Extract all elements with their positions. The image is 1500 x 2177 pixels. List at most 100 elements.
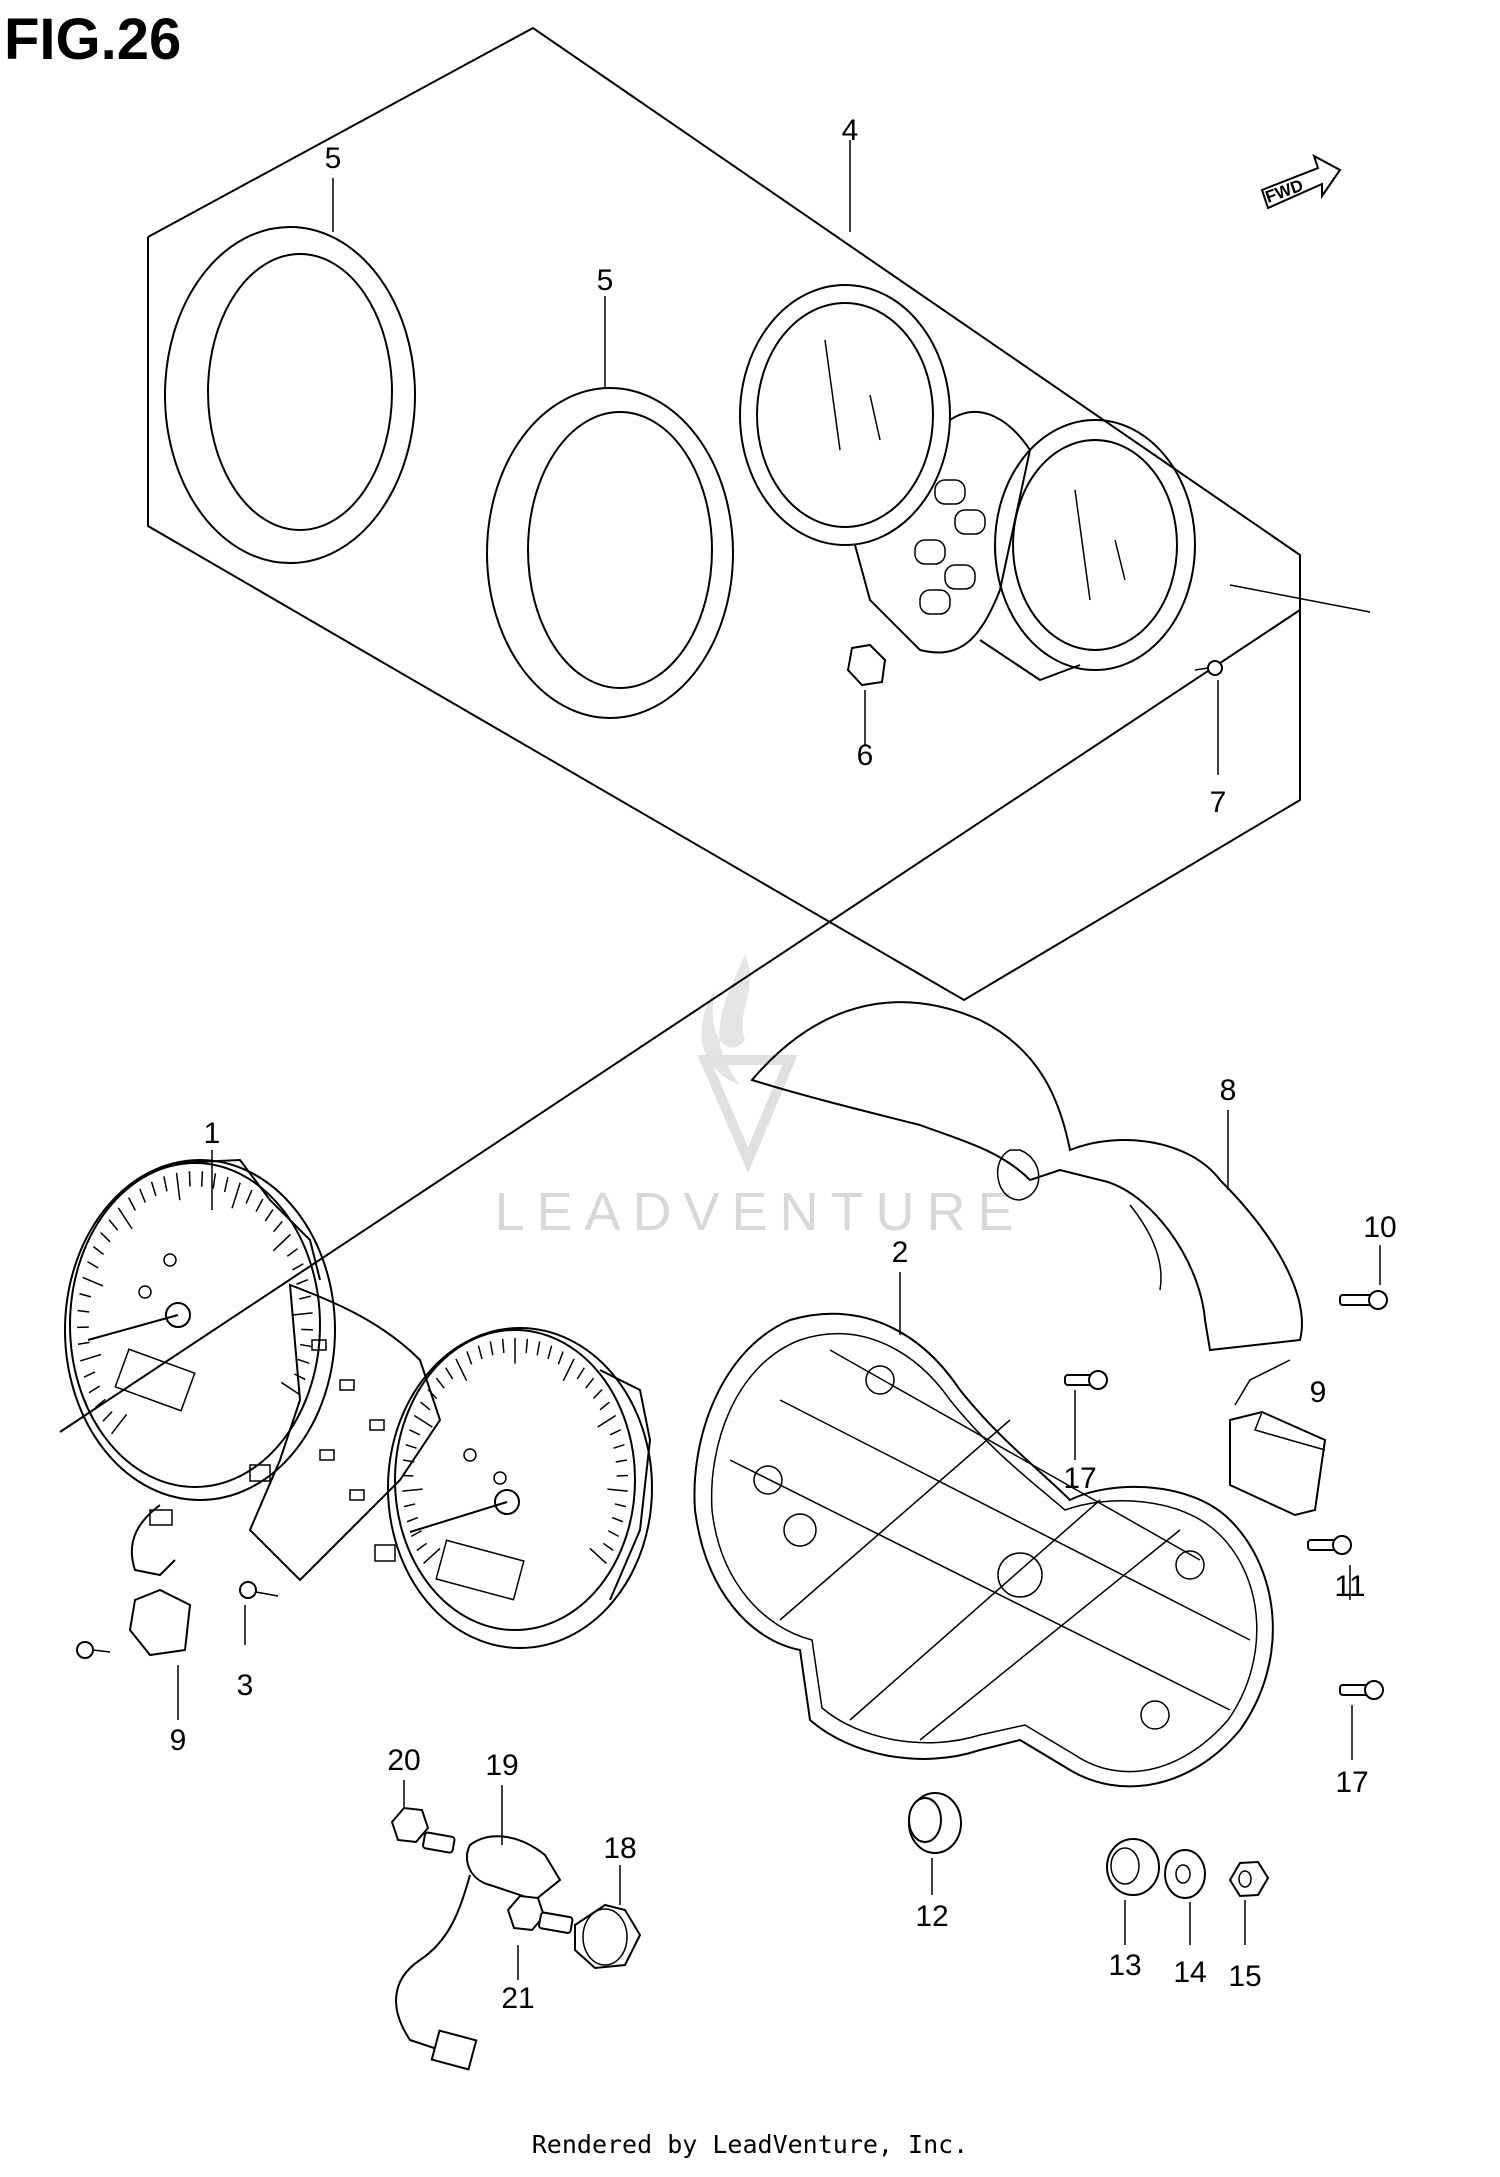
tachometer-tick [294, 1374, 305, 1379]
fwd-label: FWD [1263, 176, 1306, 207]
tachometer-tick [118, 1208, 132, 1229]
callout-5: 5 [597, 264, 614, 297]
tachometer-tick [177, 1173, 180, 1200]
bulb-socket-part-18 [575, 1905, 640, 1968]
speedometer-tick [563, 1359, 574, 1381]
speedometer-tick [417, 1543, 427, 1550]
callout-9: 9 [170, 1724, 187, 1757]
speedometer-tick [593, 1389, 602, 1398]
screw-part-11 [1340, 1291, 1387, 1309]
speedometer-tick [616, 1460, 627, 1462]
callout-6: 6 [857, 739, 874, 772]
screw-part-17-lower [1340, 1681, 1383, 1699]
speedometer-tick [577, 1368, 584, 1379]
speedometer-tick [603, 1543, 613, 1550]
speedometer-tick [467, 1352, 472, 1365]
callout-11: 10 [1363, 1211, 1396, 1244]
speedometer-tick [612, 1518, 623, 1522]
speedometer-tick [402, 1489, 422, 1491]
tachometer-tick [101, 1233, 110, 1242]
visor-cover-part-8 [752, 1002, 1302, 1350]
callout-1: 1 [204, 1117, 221, 1150]
watermark-text: LEADVENTURE [494, 1182, 1025, 1242]
callout-14: 13 [1108, 1949, 1141, 1982]
tachometer-tick [202, 1171, 203, 1186]
speedometer-tick [456, 1359, 467, 1381]
callout-10: 9 [1310, 1376, 1327, 1409]
callout-18: 18 [603, 1832, 636, 1865]
tachometer-tick [164, 1176, 167, 1191]
screw-part-7 [1195, 661, 1222, 675]
speedometer-tick [608, 1531, 618, 1537]
speedometer-tick [614, 1445, 625, 1449]
watermark: LEADVENTURE [494, 955, 1025, 1242]
callout-21: 21 [501, 1982, 534, 2015]
speedometer-tick [526, 1339, 527, 1353]
speedometer-tick [590, 1548, 606, 1563]
bolt-part-20 [392, 1808, 455, 1853]
speedometer-tick [404, 1504, 415, 1507]
speedometer-tick [615, 1504, 626, 1507]
tachometer-tick [299, 1296, 311, 1299]
fwd-arrow-icon: FWD [1262, 156, 1340, 208]
tachometer-tick [140, 1189, 146, 1203]
tachometer-tick [78, 1342, 90, 1344]
speedometer-tick [409, 1430, 420, 1435]
bolt-part-21 [508, 1896, 573, 1933]
cushion-part-6 [848, 645, 885, 685]
screw-part-17-upper [1065, 1371, 1107, 1389]
tachometer-tick [109, 1220, 118, 1231]
tachometer-tick [80, 1354, 101, 1360]
speedometer-tick [503, 1339, 504, 1353]
tachometer-tick [89, 1386, 100, 1393]
speedometer-tick [600, 1402, 609, 1410]
callout-19: 19 [485, 1749, 518, 1782]
tachometer-tick [265, 1209, 273, 1221]
callout-3: 3 [237, 1669, 254, 1702]
grommet-part-14 [1107, 1839, 1159, 1895]
speedometer-tick [446, 1368, 453, 1379]
tachometer-tick [232, 1183, 240, 1209]
speedometer-gauge [388, 1328, 652, 1648]
washer-part-15 [1165, 1850, 1205, 1898]
tachometer-tick [292, 1264, 303, 1270]
footer-credit: Rendered by LeadVenture, Inc. [0, 2130, 1500, 2159]
callout-16: 15 [1228, 1960, 1261, 1993]
meter-case-part-2 [694, 1314, 1272, 1787]
tachometer-tick [256, 1199, 263, 1212]
speedometer-tick [558, 1352, 563, 1365]
speedometer-tick [424, 1548, 440, 1563]
tachometer-tick [103, 1412, 112, 1422]
speedometer-tick [548, 1346, 552, 1359]
tachometer-tick [291, 1313, 312, 1315]
speedometer-tick [598, 1416, 616, 1428]
speedometer-tick [607, 1489, 627, 1491]
tachometer-tick [297, 1280, 308, 1285]
tachometer-tick [112, 1414, 127, 1434]
callout-20: 20 [387, 1744, 420, 1777]
tachometer-tick [87, 1262, 98, 1268]
tachometer-tick [274, 1221, 283, 1231]
callout-13: 12 [915, 1900, 948, 1933]
tachometer-tick [84, 1372, 95, 1377]
speedometer-tick [436, 1378, 444, 1388]
callout-4: 4 [842, 114, 859, 147]
grommet-part-13 [909, 1793, 961, 1853]
callout-8: 8 [1220, 1074, 1237, 1107]
tachometer-tick [83, 1277, 103, 1286]
bezel-ring-right [487, 388, 733, 718]
callout-12: 11 [1334, 1570, 1365, 1603]
speedometer-tick [421, 1402, 430, 1410]
tachometer-tick [189, 1171, 190, 1186]
callout-5: 5 [325, 142, 342, 175]
speedometer-tick [537, 1341, 539, 1355]
tachometer-tick [79, 1294, 91, 1297]
callout-7: 7 [1210, 786, 1227, 819]
tachometer-tick [298, 1359, 309, 1363]
tachometer-tick [281, 1382, 300, 1395]
tachometer-tick [213, 1173, 215, 1188]
speedometer-tick [414, 1416, 432, 1428]
tachometer-tick [225, 1177, 228, 1192]
